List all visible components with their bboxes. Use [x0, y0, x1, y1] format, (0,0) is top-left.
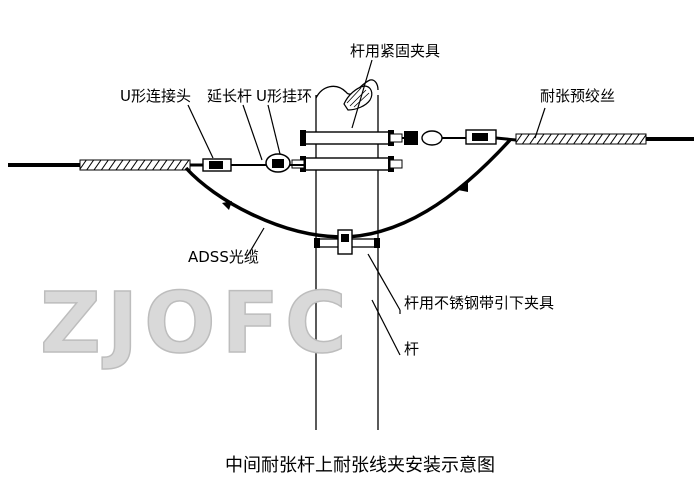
pole-fixing-clamp: [291, 130, 403, 172]
label-extension-rod: 延长杆: [207, 87, 252, 105]
label-preformed-wire: 耐张预绞丝: [540, 87, 615, 105]
steel-band-clamp: [314, 229, 380, 255]
label-pole: 杆: [404, 340, 419, 358]
adss-cable-loop: [184, 138, 512, 239]
label-u-connector: U形连接头: [120, 87, 191, 105]
caption: 中间耐张杆上耐张线夹安装示意图: [225, 455, 495, 476]
leader-lines: [187, 59, 546, 356]
watermark: ZJOFC: [40, 274, 353, 372]
label-fixing-clamp: 杆用紧固夹具: [350, 42, 440, 60]
label-u-ring: U形挂环: [256, 87, 312, 105]
label-adss-cable: ADSS光缆: [188, 248, 259, 266]
label-steel-band-clamp: 杆用不锈钢带引下夹具: [404, 294, 554, 312]
left-cable: [8, 153, 304, 173]
right-cable: [402, 129, 694, 146]
